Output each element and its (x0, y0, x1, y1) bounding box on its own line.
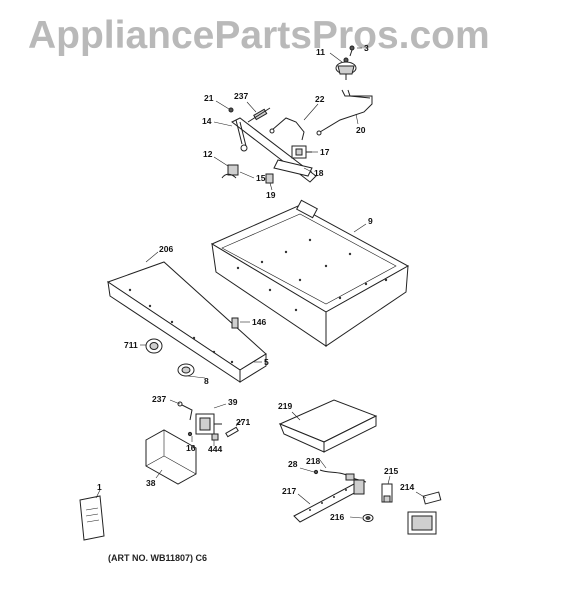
label-219: 219 (278, 401, 292, 411)
leader-20 (355, 113, 359, 125)
leader-215 (387, 475, 391, 485)
label-39: 39 (228, 397, 238, 407)
part-215-igniter (381, 483, 393, 503)
part-711-knob (145, 338, 163, 354)
part-237-fitting-lower (177, 401, 193, 421)
leader-19 (269, 182, 273, 191)
label-3: 3 (364, 43, 369, 53)
part-38-bracket (145, 429, 197, 485)
leader-28 (299, 467, 315, 473)
leader-1 (95, 489, 101, 499)
part-218-igniter-lead (319, 469, 367, 483)
part-22-tube (269, 117, 305, 141)
label-15: 15 (256, 173, 266, 183)
part-39-valve (195, 413, 222, 435)
part-8-bezel (177, 363, 195, 377)
leader-14 (213, 121, 233, 127)
leader-237-lower (169, 399, 181, 405)
leader-22 (303, 103, 319, 121)
leader-9 (353, 223, 367, 233)
leader-218 (319, 459, 327, 469)
part-214-module (407, 491, 442, 535)
leader-217 (297, 493, 311, 505)
part-20-tube (316, 89, 373, 136)
part-17-valve (291, 145, 312, 159)
label-14: 14 (202, 116, 212, 126)
label-21: 21 (204, 93, 214, 103)
leader-219 (291, 411, 301, 421)
label-12: 12 (203, 149, 213, 159)
label-1: 1 (97, 482, 102, 492)
part-12-orifice (221, 164, 239, 179)
part-219-shield (278, 399, 378, 453)
label-18: 18 (314, 168, 324, 178)
part-3-screw (349, 45, 355, 57)
label-22: 22 (315, 94, 325, 104)
leader-21 (215, 100, 230, 110)
leader-214 (415, 491, 427, 499)
leader-12 (213, 156, 229, 167)
leader-206 (145, 251, 159, 263)
label-218: 218 (306, 456, 320, 466)
label-38: 38 (146, 478, 156, 488)
part-21-screw (228, 107, 234, 113)
label-20: 20 (356, 125, 366, 135)
label-444: 444 (208, 444, 222, 454)
part-216-grommet (362, 514, 374, 522)
leader-8 (187, 375, 206, 379)
leader-38 (155, 469, 163, 479)
leader-15 (239, 171, 255, 179)
label-216: 216 (330, 512, 344, 522)
leader-237-top (246, 101, 257, 113)
label-217: 217 (282, 486, 296, 496)
leader-39 (213, 403, 227, 409)
part-11-regulator (335, 57, 357, 80)
label-5: 5 (264, 357, 269, 367)
label-711: 711 (124, 340, 138, 350)
part-1-literature (79, 495, 105, 541)
part-271-pin (225, 426, 239, 438)
label-237-lower: 237 (152, 394, 166, 404)
part-217-burner-tube (293, 479, 365, 523)
leader-271 (235, 419, 243, 427)
label-215: 215 (384, 466, 398, 476)
label-19: 19 (266, 190, 276, 200)
label-28: 28 (288, 459, 298, 469)
part-9-burner-box (210, 199, 410, 347)
art-number: (ART NO. WB11807) C6 (108, 553, 208, 563)
watermark-logo: AppliancePartsPros.com (28, 14, 490, 57)
leader-18 (303, 167, 313, 173)
label-8: 8 (204, 376, 209, 386)
label-214: 214 (400, 482, 414, 492)
label-271: 271 (236, 417, 250, 427)
part-5-control-panel (106, 261, 267, 383)
part-19-clip (265, 173, 274, 184)
label-17: 17 (320, 147, 330, 157)
label-16: 16 (186, 443, 196, 453)
leader-11 (329, 52, 343, 63)
leader-216 (349, 516, 363, 519)
part-28-screw (313, 469, 319, 475)
label-206: 206 (159, 244, 173, 254)
part-18-bracket (273, 159, 313, 177)
part-146-clip (231, 317, 239, 329)
label-237-top: 237 (234, 91, 248, 101)
label-146: 146 (252, 317, 266, 327)
label-11: 11 (316, 47, 325, 57)
part-16-screw (187, 431, 193, 437)
label-9: 9 (368, 216, 373, 226)
part-237-fitting-top (247, 107, 271, 123)
part-444-orifice (211, 433, 219, 441)
